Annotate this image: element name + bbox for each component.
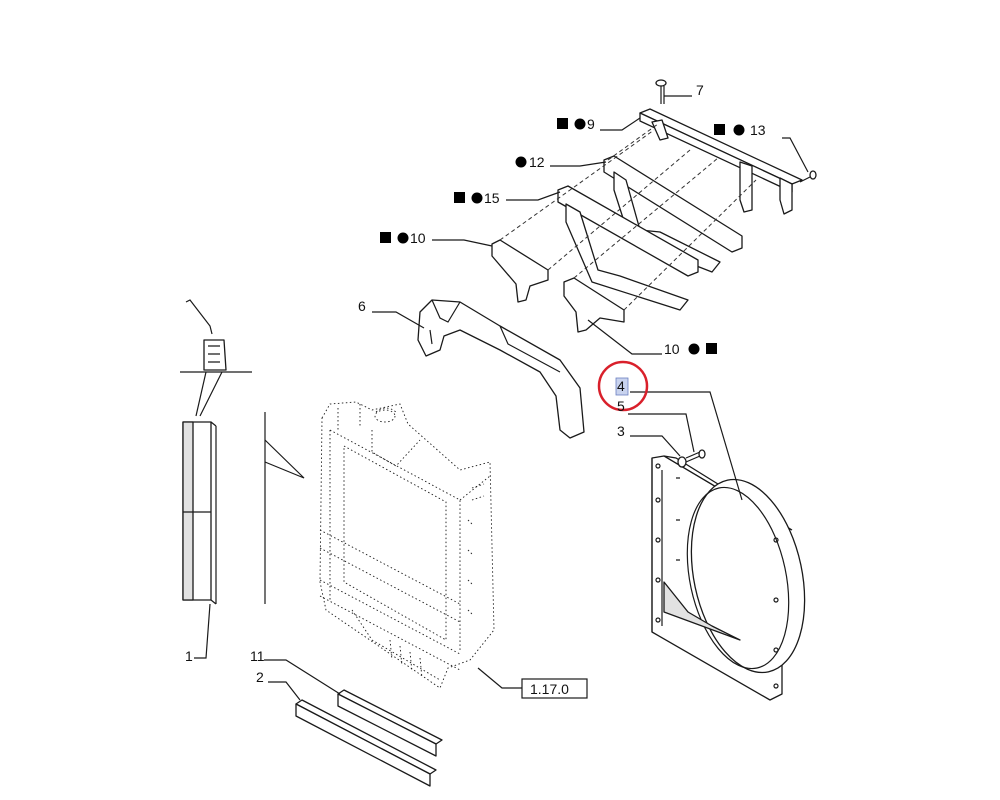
callout-label: 7 (696, 82, 704, 98)
circle-mark (397, 232, 409, 244)
square-mark (714, 124, 725, 135)
bracket-10-left (491, 239, 549, 303)
bottom-seal-11 (337, 689, 443, 757)
callout-label: 10 (410, 230, 426, 246)
bolt-3-washer-5 (677, 449, 706, 468)
circle-mark (733, 124, 745, 136)
callout-label: 2 (256, 669, 264, 685)
upper-duct-6 (417, 299, 585, 439)
side-seal-1 (182, 421, 217, 605)
reference-box[interactable]: 1.17.0 (521, 678, 588, 699)
reference-box-label: 1.17.0 (530, 681, 569, 697)
selection-highlight (615, 377, 629, 396)
circle-mark (688, 343, 700, 355)
screw-13 (799, 170, 817, 183)
bolt-7 (655, 79, 667, 104)
square-mark (380, 232, 391, 243)
callout-10-lower[interactable]: 10 (664, 341, 717, 357)
callout-11[interactable]: 11 (250, 648, 265, 664)
callout-15[interactable]: 15 (454, 190, 500, 206)
alignment-lines (499, 123, 757, 311)
callout-label: 11 (250, 648, 265, 664)
leader-lines (194, 95, 809, 701)
top-rail (639, 108, 803, 215)
callout-12[interactable]: 12 (515, 154, 545, 170)
bracket-15 (557, 185, 699, 311)
callout-label: 1 (185, 648, 193, 664)
square-mark (706, 343, 717, 354)
fan-shroud-4 (651, 455, 806, 701)
callout-7[interactable]: 7 (696, 82, 704, 98)
callout-label: 4 (617, 378, 625, 394)
bottom-seal-2 (295, 699, 437, 787)
callout-label: 6 (358, 298, 366, 314)
seal-profile-detail (180, 299, 252, 417)
callout-2[interactable]: 2 (256, 669, 264, 685)
circle-mark (574, 118, 586, 130)
callout-label: 13 (750, 122, 766, 138)
square-mark (557, 118, 568, 129)
callout-label: 15 (484, 190, 500, 206)
circle-mark (515, 156, 527, 168)
callout-5[interactable]: 5 (617, 398, 625, 414)
callout-label: 9 (587, 116, 595, 132)
callout-9[interactable]: 9 (557, 116, 595, 132)
fan-shroud-brackets-assembly (491, 79, 817, 333)
callout-3[interactable]: 3 (617, 423, 625, 439)
callout-1[interactable]: 1 (185, 648, 193, 664)
callout-4[interactable]: 4 (597, 360, 649, 412)
radiator-core (319, 401, 495, 689)
callout-10-upper[interactable]: 10 (380, 230, 426, 246)
highlight-circle (597, 360, 649, 412)
callout-6[interactable]: 6 (358, 298, 366, 314)
callout-label: 10 (664, 341, 680, 357)
break-lines (264, 412, 305, 604)
callout-label: 3 (617, 423, 625, 439)
callout-13[interactable]: 13 (714, 122, 766, 138)
callout-label: 5 (617, 398, 625, 414)
callout-label: 12 (529, 154, 545, 170)
circle-mark (471, 192, 483, 204)
square-mark (454, 192, 465, 203)
